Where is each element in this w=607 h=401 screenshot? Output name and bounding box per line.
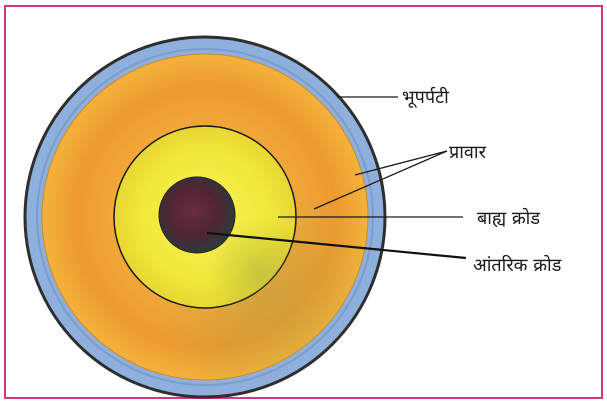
crust-label: भूपर्पटी xyxy=(402,86,449,108)
inner-core-layer xyxy=(159,177,235,253)
mantle-label: प्रावार xyxy=(449,142,487,163)
inner-core-label: आंतरिक क्रोड xyxy=(473,254,562,276)
outer-core-label: बाह्य क्रोड xyxy=(477,207,540,229)
